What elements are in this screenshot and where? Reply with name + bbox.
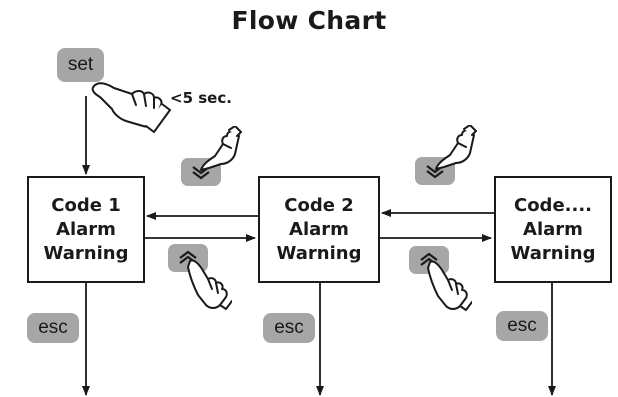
pointing-hand-icon — [91, 82, 171, 133]
code2-title: Code 2 — [284, 194, 354, 216]
code1-title: Code 1 — [51, 194, 121, 216]
esc-label-code3: esc — [507, 315, 537, 336]
esc-label-code2: esc — [274, 317, 304, 338]
hold-duration-note: <5 sec. — [170, 89, 232, 107]
esc-button-code3[interactable]: esc — [496, 311, 548, 341]
esc-label-code1: esc — [38, 317, 68, 338]
code1-alarm: Alarm — [56, 218, 116, 240]
pointing-hand-icon — [187, 259, 232, 310]
code3-alarm: Alarm — [523, 218, 583, 240]
pointing-hand-icon — [435, 125, 477, 170]
code3-warning: Warning — [510, 242, 596, 264]
set-button[interactable]: set — [57, 48, 104, 82]
diagram-title: Flow Chart — [231, 6, 387, 35]
set-button-label: set — [67, 54, 94, 75]
code1-warning: Warning — [43, 242, 129, 264]
code1-box: Code 1 Alarm Warning — [27, 176, 145, 283]
code2-box: Code 2 Alarm Warning — [258, 176, 380, 283]
esc-button-code1[interactable]: esc — [27, 313, 79, 343]
code3-box: Code.... Alarm Warning — [494, 176, 612, 283]
code2-alarm: Alarm — [289, 218, 349, 240]
code3-title: Code.... — [513, 194, 593, 216]
pointing-hand-icon — [427, 260, 472, 311]
code2-warning: Warning — [276, 242, 362, 264]
esc-button-code2[interactable]: esc — [263, 313, 315, 343]
pointing-hand-icon — [200, 126, 242, 171]
